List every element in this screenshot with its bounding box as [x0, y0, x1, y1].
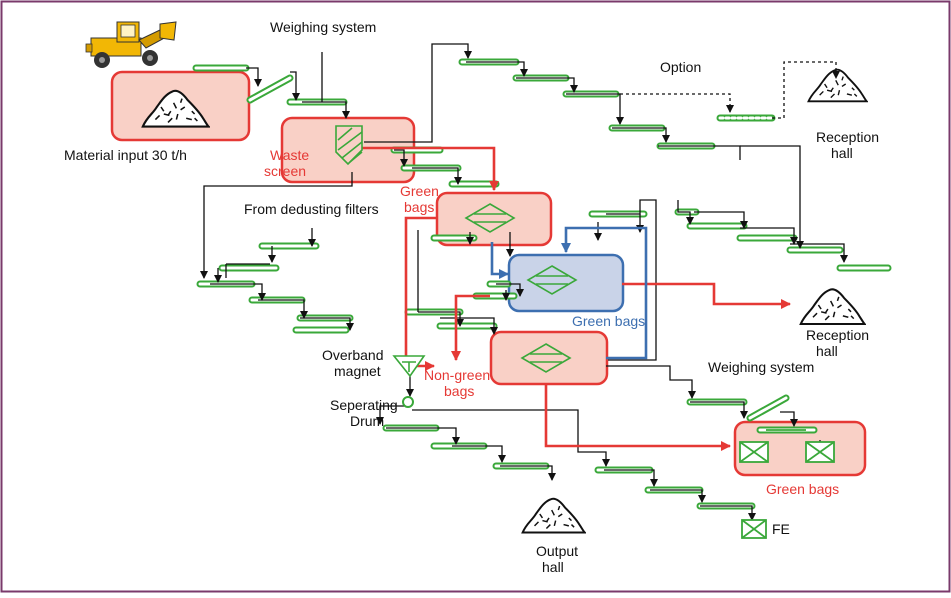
non-green-bags-label-1: Non-green	[424, 367, 490, 383]
waste-screen-label-1: Waste	[270, 147, 309, 163]
conveyor-belt-inner	[748, 396, 788, 420]
overband-magnet-label-1: Overband	[322, 347, 383, 363]
dedusting-label: From dedusting filters	[244, 201, 379, 217]
reception-hall-top-label-1: Reception	[816, 129, 879, 145]
drum-icon	[402, 396, 414, 408]
waste-screen-label-2: screen	[264, 163, 306, 179]
material-input-label: Material input 30 t/h	[64, 147, 187, 163]
fe-label: FE	[772, 521, 790, 537]
weighing-system-top-label: Weighing system	[270, 19, 376, 35]
green-bags-blue-label: Green bags	[572, 313, 645, 329]
weighing-system-right-label: Weighing system	[708, 359, 814, 375]
reception-hall-mid-label-1: Reception	[806, 327, 869, 343]
screen-icon	[335, 125, 363, 166]
output-hall-label-2: hall	[542, 559, 564, 575]
reception-hall-top-label-2: hall	[831, 145, 853, 161]
green-bags-label-1a: Green	[400, 183, 439, 199]
green-bags-bottom-label: Green bags	[766, 481, 839, 497]
green-bags-label-1b: bags	[404, 199, 434, 215]
overband-magnet-label-2: magnet	[334, 363, 381, 379]
non-green-bags-label-2: bags	[444, 383, 474, 399]
reception-hall-mid-label-2: hall	[816, 343, 838, 359]
material-flow-lines	[200, 43, 848, 521]
separating-drum-label-1: Seperating	[330, 397, 398, 413]
blue-flow-lines	[490, 226, 648, 360]
separating-drum-label-2: Drum	[350, 413, 384, 429]
output-hall-label-1: Output	[536, 543, 578, 559]
green-bag-flow-lines	[362, 146, 791, 451]
magnet-icon	[392, 355, 426, 378]
option-label: Option	[660, 59, 701, 75]
wheel-loader-icon	[85, 21, 177, 68]
separator-icon	[464, 203, 578, 373]
conveyor-belt-inner	[248, 76, 292, 102]
bag-box-icon	[739, 429, 835, 539]
